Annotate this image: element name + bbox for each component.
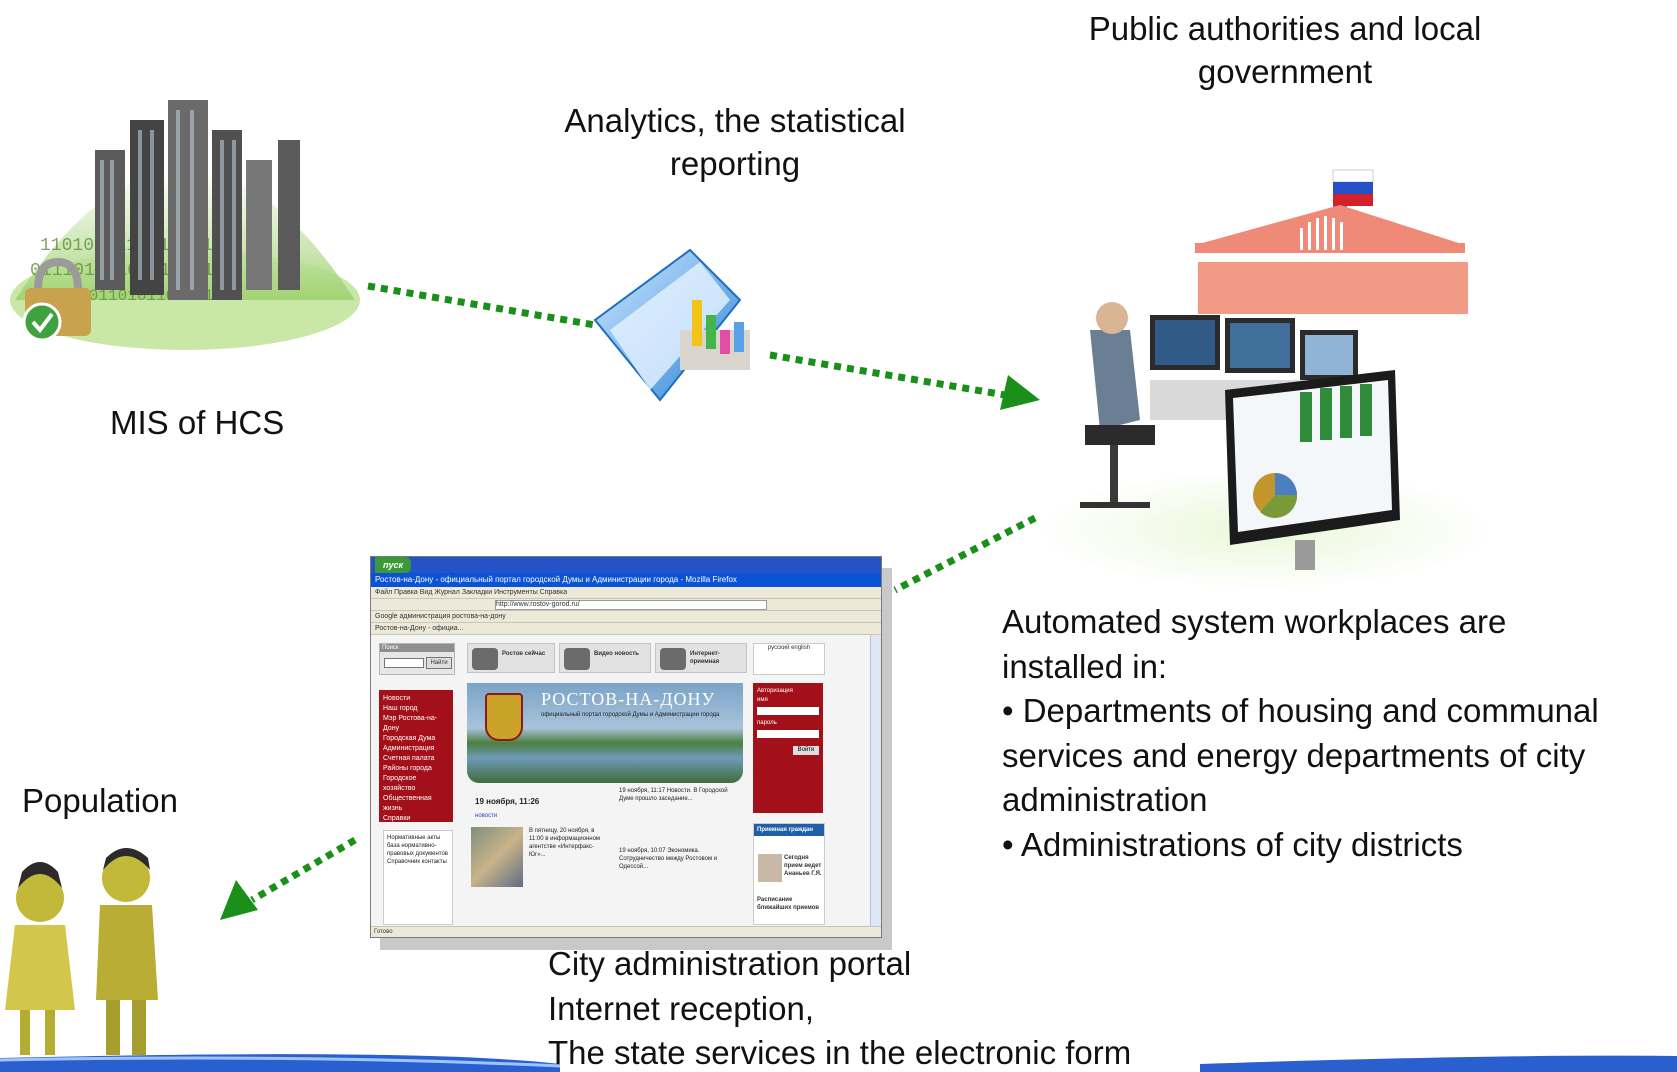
portal-auth-name-label: имя xyxy=(757,697,768,703)
portal-auth-password-label: пароль xyxy=(757,720,777,726)
portal-window-title: Ростов-на-Дону - официальный портал горо… xyxy=(371,573,881,587)
bottom-accent-bar xyxy=(0,1054,1677,1072)
population-people-icon xyxy=(5,848,158,1055)
portal-start-button: пуск xyxy=(375,557,412,573)
workplaces-bullet-2: • Administrations of city districts xyxy=(1002,825,1463,863)
public-authorities-label: Public authorities and local government xyxy=(1088,10,1482,90)
portal-reception-text: Сегодня прием ведет Ананьев Г.Я. xyxy=(784,855,822,877)
workplaces-bullet-1-line-1: • Departments of housing and communal xyxy=(1002,692,1599,729)
portal-nav-video-news: Видео новость xyxy=(559,643,651,673)
portal-banner-title: РОСТОВ-НА-ДОНУ xyxy=(541,689,716,709)
portal-banner: РОСТОВ-НА-ДОНУ официальный портал городс… xyxy=(467,683,743,783)
mis-city-illustration: 11010101101101011 0111010110101010101 10… xyxy=(10,100,360,350)
people-photo-icon xyxy=(660,648,686,670)
portal-auth-password-field xyxy=(757,730,819,738)
official-avatar xyxy=(758,854,782,882)
portal-nav-internet-reception-label: Интернет-приемная xyxy=(690,651,720,665)
mis-label: MIS of HCS xyxy=(110,404,285,441)
portal-tab: Ростов-на-Дону - официа... xyxy=(371,623,881,635)
portal-reception-schedule: Расписание ближайших приемов xyxy=(757,897,820,911)
arrow-mis-to-analytics xyxy=(367,282,596,329)
portal-caption: City administration portal Internet rece… xyxy=(548,942,1248,1072)
portal-news-item-1: 19 ноября, 11:17 Новости. В Городской Ду… xyxy=(619,788,728,802)
portal-nav-rostov-now-label: Ростов сейчас xyxy=(502,651,546,657)
portal-auth-title: Авторизация xyxy=(757,688,793,694)
portal-auth-button: Войти xyxy=(793,746,819,755)
analytics-label: Analytics, the statistical reporting xyxy=(564,102,906,182)
portal-google-bar: Google администрация ростова-на-дону xyxy=(371,611,881,623)
webcam-icon xyxy=(472,648,498,670)
workplaces-bullet-1-line-3: administration xyxy=(1002,781,1208,818)
portal-page: Поиск Найти Ростов сейчас Видео новость … xyxy=(371,635,871,927)
portal-language-switch: русский english xyxy=(753,643,825,675)
portal-scrollbar xyxy=(870,635,881,927)
workplaces-text: Automated system workplaces are installe… xyxy=(1002,600,1672,867)
workplaces-intro-line-2: installed in: xyxy=(1002,647,1168,685)
portal-auth-box: Авторизация имя пароль Войти xyxy=(753,683,823,813)
portal-menu-bar: Файл Правка Вид Журнал Закладки Инструме… xyxy=(371,587,881,599)
portal-caption-line-2: Internet reception, xyxy=(548,989,814,1027)
population-label: Population xyxy=(22,782,178,819)
arrow-portal-to-population xyxy=(220,836,357,920)
portal-left-menu: Новости Наш город Мэр Ростова-на-Дону Го… xyxy=(379,690,453,822)
city-portal-screenshot: пуск Ростов-на-Дону - официальный портал… xyxy=(370,556,882,938)
portal-search-input xyxy=(384,658,424,668)
portal-search-box: Поиск Найти xyxy=(379,643,455,675)
portal-nav-internet-reception: Интернет-приемная xyxy=(655,643,747,673)
portal-search-button: Найти xyxy=(426,657,452,669)
workplaces-intro-line-1: Automated system workplaces are xyxy=(1002,603,1507,640)
portal-banner-subtitle: официальный портал городской Думы и Адми… xyxy=(541,712,720,718)
operator-workstation-illustration xyxy=(1035,302,1495,590)
portal-auth-name-field xyxy=(757,707,819,715)
portal-left-info-box: Нормативные акты база нормативно-правовы… xyxy=(383,830,453,925)
portal-news-item-3: 19 ноября, 10:07 Экономика. Сотрудничест… xyxy=(619,848,718,870)
portal-url-field: http://www.rostov-gorod.ru/ xyxy=(495,600,767,610)
arrow-authorities-to-portal xyxy=(893,514,1037,594)
portal-nav-rostov-now: Ростов сейчас xyxy=(467,643,555,673)
analytics-folder-icon xyxy=(593,248,750,402)
workplaces-bullet-1-line-2: services and energy departments of city xyxy=(1002,736,1586,774)
portal-reception-box: Приемная граждан Сегодня прием ведет Ана… xyxy=(753,823,825,925)
portal-news-item-2: В пятницу, 20 ноября, в 11:00 в информац… xyxy=(529,828,601,858)
portal-url-bar: http://www.rostov-gorod.ru/ xyxy=(371,599,881,611)
city-crest-icon xyxy=(485,693,523,741)
portal-search-header: Поиск xyxy=(380,644,454,652)
portal-caption-line-3: The state services in the electronic for… xyxy=(548,1034,1132,1071)
portal-nav-video-news-label: Видео новость xyxy=(594,651,639,657)
portal-status-bar: Готово xyxy=(371,926,881,937)
portal-caption-line-1: City administration portal xyxy=(548,945,912,982)
government-building-icon xyxy=(1195,169,1468,314)
portal-news-photo xyxy=(471,827,523,887)
portal-date: 19 ноября, 11:26 xyxy=(475,797,540,806)
portal-taskbar: пуск xyxy=(371,557,881,573)
portal-reception-header: Приемная граждан xyxy=(754,824,824,836)
video-camera-icon xyxy=(564,648,590,670)
portal-news-link: новости xyxy=(475,813,498,819)
arrow-analytics-to-authorities xyxy=(769,351,1040,410)
